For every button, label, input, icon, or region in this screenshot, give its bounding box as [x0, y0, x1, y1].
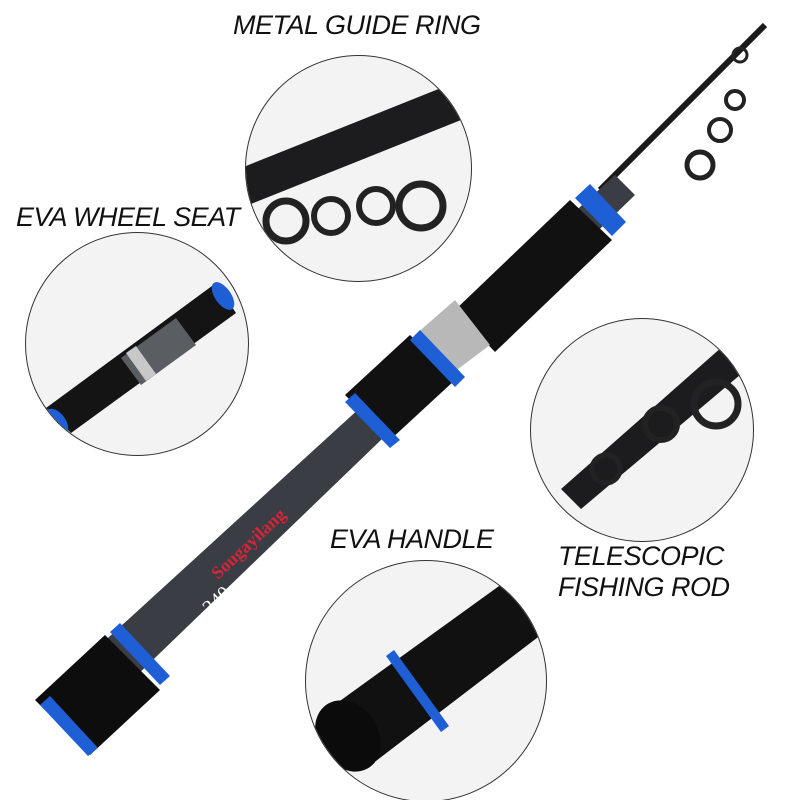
telescopic-detail-circle [530, 318, 754, 542]
handle-illustration [315, 581, 546, 772]
label-telescopic-line2: FISHING ROD [558, 572, 730, 602]
label-telescopic-fishing-rod: TELESCOPIC FISHING ROD [558, 541, 730, 603]
label-metal-guide-ring: METAL GUIDE RING [233, 10, 481, 40]
wheel-seat-illustration [43, 282, 236, 438]
guide-ring-detail-circle [245, 55, 472, 282]
wheel-seat-detail-circle [25, 232, 249, 456]
middle-grip [345, 330, 465, 448]
handle-detail-circle [305, 560, 547, 800]
label-telescopic-line1: TELESCOPIC [558, 541, 725, 571]
label-eva-handle: EVA HANDLE [330, 524, 494, 554]
butt-grip [35, 623, 170, 756]
rod-tip-section [597, 22, 768, 193]
telescopic-rings-illustration [561, 339, 753, 509]
guide-rings-illustration [246, 76, 471, 245]
label-eva-wheel-seat: EVA WHEEL SEAT [16, 202, 240, 232]
upper-grip [415, 184, 626, 375]
